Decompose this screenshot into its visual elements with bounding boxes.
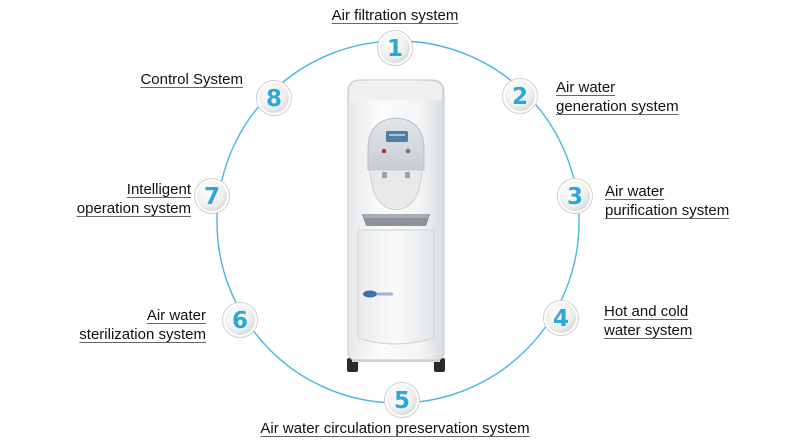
badge-number: 7 [204, 184, 220, 210]
system-label-line: Air water [556, 78, 679, 97]
badge-5: 5 [385, 383, 420, 418]
badge-number: 4 [553, 306, 569, 332]
badge-7: 7 [195, 179, 230, 214]
system-label-1: Air filtration system [332, 6, 459, 25]
system-label-line: generation system [556, 97, 679, 116]
badge-number: 1 [387, 36, 403, 62]
badge-8: 8 [257, 81, 292, 116]
badge-number: 5 [394, 388, 410, 414]
system-label-line: operation system [77, 199, 191, 218]
system-label-line: water system [604, 321, 692, 340]
system-label-5: Air water circulation preservation syste… [260, 419, 529, 438]
badge-number: 6 [232, 308, 248, 334]
display-screen [386, 131, 408, 142]
badge-4: 4 [544, 301, 579, 336]
badge-3: 3 [558, 179, 593, 214]
badge-number: 3 [567, 184, 583, 210]
system-label-8: Control System [140, 70, 243, 89]
badge-number: 2 [512, 84, 528, 110]
system-label-line: purification system [605, 201, 729, 220]
system-label-line: Air water circulation preservation syste… [260, 419, 529, 438]
badge-number: 8 [266, 86, 282, 112]
badge-6: 6 [223, 303, 258, 338]
system-label-line: Control System [140, 70, 243, 89]
system-label-line: Air water [79, 306, 206, 325]
water-dispenser-illustration [347, 80, 445, 372]
badge-2: 2 [503, 79, 538, 114]
system-label-line: Air filtration system [332, 6, 459, 25]
system-label-line: Air water [605, 182, 729, 201]
system-label-line: Hot and cold [604, 302, 692, 321]
system-label-line: Intelligent [77, 180, 191, 199]
system-label-line: sterilization system [79, 325, 206, 344]
badge-1: 1 [378, 31, 413, 66]
